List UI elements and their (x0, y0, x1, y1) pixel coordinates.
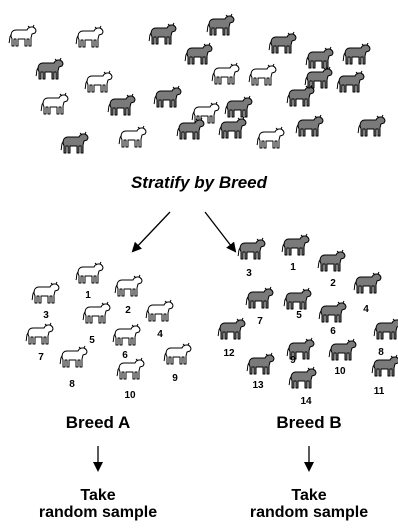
breed-b-cow (328, 338, 357, 361)
population-cow-light (8, 24, 37, 47)
breed-b-sample-action: Take random sample (229, 487, 389, 521)
breed-a-cow-number: 7 (38, 352, 44, 363)
breed-b-cow (245, 286, 274, 309)
breed-b-cow-number: 8 (378, 347, 384, 358)
mixed-population-herd (8, 13, 386, 154)
population-cow-light (118, 125, 147, 148)
breed-b-cow (217, 317, 246, 340)
breed-b-cow-number: 4 (363, 304, 369, 315)
breed-a-cow (75, 261, 104, 284)
arrow-to-breed-a (131, 211, 171, 253)
action-line-2: random sample (249, 504, 369, 521)
breed-b-cow-number: 14 (300, 396, 312, 407)
population-cow-dark (305, 46, 334, 69)
breed-a-cow (145, 299, 174, 322)
population-cow-dark (336, 70, 365, 93)
step-title: Stratify by Breed (130, 173, 268, 192)
breed-b-cow (371, 354, 398, 377)
breed-a-cow (116, 357, 145, 380)
population-cow-dark (357, 114, 386, 137)
population-cow-dark (176, 117, 205, 140)
split-arrows (93, 211, 314, 472)
breed-b-label: Breed B (276, 413, 342, 432)
breed-b-cow-number: 7 (257, 316, 263, 327)
breed-b-cow-number: 9 (290, 355, 296, 366)
population-cow-dark (268, 31, 297, 54)
breed-a-cow-number: 9 (172, 373, 178, 384)
breed-a-cow-number: 6 (122, 350, 128, 361)
breed-b-cow-number: 3 (246, 268, 252, 279)
population-cow-dark (304, 66, 333, 89)
breed-a-cow-number: 10 (124, 390, 136, 401)
breed-a-cow (163, 342, 192, 365)
breed-b-cow (286, 337, 315, 360)
population-cow-dark (206, 13, 235, 36)
breed-a-sample-action: Take random sample (18, 487, 178, 521)
breed-a-cow-number: 4 (157, 329, 163, 340)
breed-b-cow (283, 287, 312, 310)
population-cow-dark (184, 42, 213, 65)
action-line-2: random sample (38, 504, 158, 521)
breed-a-cow (112, 323, 141, 346)
breed-a-cow-number: 3 (43, 310, 49, 321)
population-cow-light (248, 63, 277, 86)
breed-b-cow-number: 5 (296, 310, 302, 321)
breed-a-cow (25, 322, 54, 345)
breed-b-cow (317, 249, 346, 272)
breed-b-cow (373, 318, 398, 340)
breed-b-cow (281, 233, 310, 256)
action-line-1: Take (291, 487, 327, 504)
population-cow-light (211, 62, 240, 85)
population-cow-dark (295, 114, 324, 137)
population-cow-light (84, 70, 113, 93)
breed-a-cow-number: 8 (69, 379, 75, 390)
population-cow-dark (342, 42, 371, 65)
breed-b-cow-number: 12 (223, 348, 235, 359)
breed-b-cow-number: 11 (374, 386, 385, 397)
population-cow-dark (224, 95, 253, 118)
population-cow-dark (148, 22, 177, 45)
population-cow-dark (153, 85, 182, 108)
breed-b-cow (237, 237, 266, 260)
breed-a-label: Breed A (65, 413, 131, 432)
breed-a-cow (59, 345, 88, 368)
breed-a-cow-number: 1 (85, 290, 91, 301)
population-cow-dark (107, 93, 136, 116)
breed-a-stratum: 1 2 3 4 5 6 7 8 9 10 (25, 261, 192, 401)
action-line-1: Take (80, 487, 116, 504)
breed-a-cow-number: 5 (89, 335, 95, 346)
population-cow-dark (218, 116, 247, 139)
breed-a-cow (82, 301, 111, 324)
breed-a-cow (31, 281, 60, 304)
breed-b-cow-number: 13 (252, 380, 264, 391)
breed-b-cow-number: 6 (330, 326, 336, 337)
population-cow-dark (60, 131, 89, 154)
breed-b-cow (246, 352, 275, 375)
breed-b-cow-number: 1 (290, 262, 296, 273)
population-cow-light (40, 92, 69, 115)
breed-a-cow-number: 2 (125, 305, 131, 316)
arrow-to-breed-b (204, 211, 237, 253)
breed-b-cow (288, 366, 317, 389)
breed-b-cow (353, 271, 382, 294)
breed-b-cow-number: 10 (334, 366, 346, 377)
population-cow-light (75, 25, 104, 48)
population-cow-dark (35, 57, 64, 80)
breed-b-cow-number: 2 (330, 278, 336, 289)
population-cow-light (256, 126, 285, 149)
breed-b-cow (318, 300, 347, 323)
population-cow-light (191, 101, 220, 124)
breed-a-cow (114, 274, 143, 297)
